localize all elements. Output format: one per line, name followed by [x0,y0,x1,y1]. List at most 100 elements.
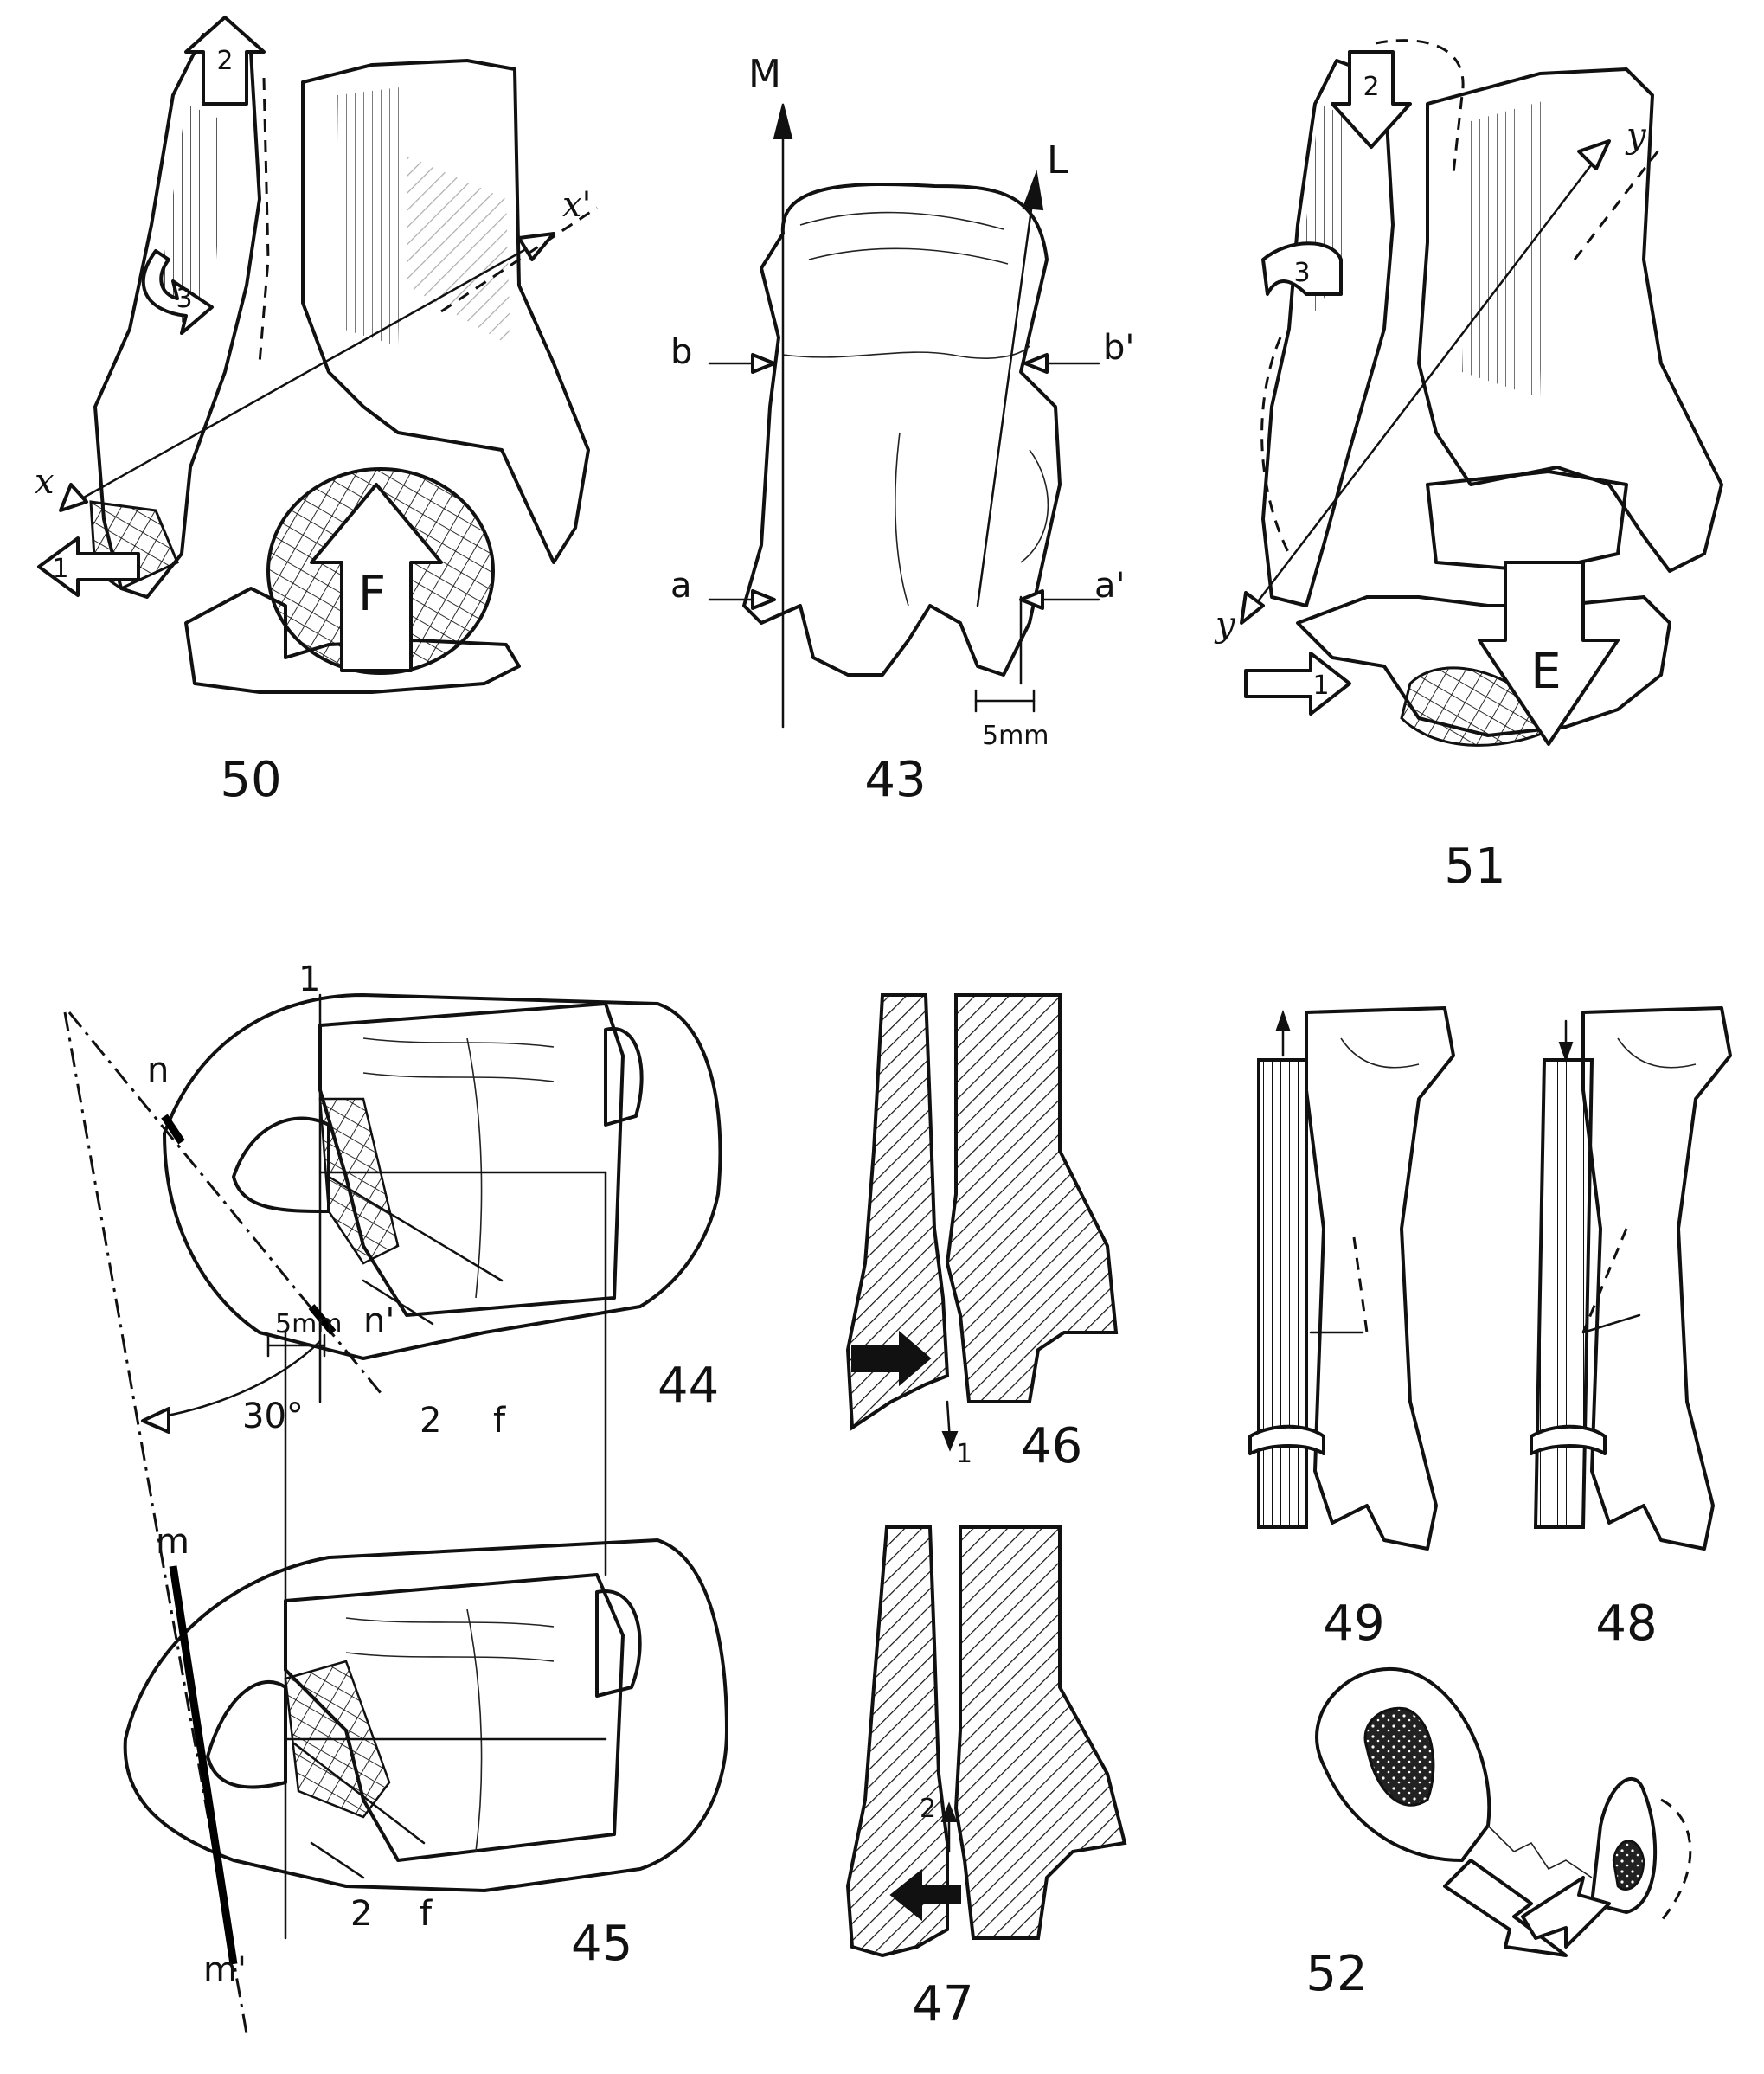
f45-label-2: 2 [350,1894,372,1934]
f44-talus-groove [466,1037,483,1299]
f51-axis-y-label: y [1214,605,1236,645]
f49-tibia-plateau [1340,1037,1420,1069]
figure-45: 5mm m m' 2 f 45 [123,1309,728,1990]
f51-fibula-dashed-outline [1375,39,1465,174]
f51-axis-y-prime-arrowhead [1577,139,1611,170]
f43-b-prime-label: b' [1103,328,1134,368]
f45-label-m-prime: m' [203,1950,247,1990]
f51-axis-y-prime-label: y' [1625,116,1656,156]
f43-a-label: a [670,566,692,606]
f44-leader-f [327,1175,504,1282]
f47-gap-arrowhead [940,1801,958,1822]
f48-arrowhead [1558,1042,1574,1063]
f48-fibula [1533,1058,1594,1529]
figure-46: 1 46 [845,993,1119,1474]
f43-number: 43 [864,752,926,808]
f48-number: 48 [1595,1596,1657,1652]
f43-b-label: b [670,332,692,372]
f51-arrow-3 [1261,241,1343,296]
f44-leader-2 [362,1279,434,1326]
f50-fibula-shading [160,104,225,329]
f50-axis-x [59,232,555,512]
f46-fibula [845,993,950,1431]
f46-gap-arrowhead [941,1431,959,1452]
f46-push-arrow [851,1330,932,1387]
f45-label-m: m [156,1522,189,1562]
f50-axis-x-prime-label: x' [562,185,592,225]
f51-talus [1426,470,1628,573]
f50-arrow-3-label: 3 [176,284,192,314]
f43-axis-L-arrowhead [1022,170,1044,211]
f43-a-arrow [751,589,776,610]
f48-ligament-line [1581,1313,1641,1334]
f51-axis-dashed [1573,146,1663,260]
f45-offset-label: 5mm [275,1309,343,1339]
f45-axis-m [169,1565,238,1965]
f51-arrow-1 [1244,652,1351,716]
f51-fibula [1261,59,1395,607]
f50-number: 50 [220,752,281,808]
f51-arrow-3-label: 3 [1293,258,1310,288]
f52-arrow-1 [1443,1859,1568,1957]
f43-dome-line-2 [808,247,1009,265]
f45-leader-f [292,1742,426,1845]
figure-47: 2 47 [845,1525,1127,2032]
f49-fibula [1257,1058,1308,1529]
figure-44: 1 n n' 30° 2 f 44 [63,960,722,2034]
f44-angle-arrowhead [141,1407,170,1434]
f51-force-arrow [1478,561,1620,746]
f49-number: 49 [1323,1596,1384,1652]
f43-groove [895,432,909,607]
f43-a-prime-arrow [1019,589,1044,610]
f45-talus-line-1 [345,1617,555,1628]
f50-tibia-crosshatch [407,156,510,346]
f43-axis-M-arrowhead [773,103,793,139]
f52-arrow-2 [1521,1876,1611,1949]
figure-49: 49 [1248,1006,1455,1652]
f50-force-arrow [310,483,443,672]
f52-tibia-marrow [1363,1706,1435,1807]
f51-axis-y [1240,145,1607,625]
f50-axis-dashed [440,206,598,313]
f44-outer-outline [163,993,722,1360]
f43-axis-L [976,189,1036,607]
f50-axis-x-label: x [35,462,55,502]
f45-fibula-section [595,1589,642,1698]
f49-ligament-dashed [1352,1236,1369,1333]
f44-angle-label: 30° [242,1397,304,1436]
f48-band [1530,1424,1607,1455]
f43-axis-M-label: M [748,52,781,96]
f47-label-2: 2 [920,1794,936,1824]
f50-force-label: F [358,566,386,622]
f44-label-f: f [493,1401,506,1441]
f51-arrow-2-label: 2 [1363,72,1379,102]
f47-fibula [845,1525,949,1958]
f49-band [1248,1424,1325,1455]
f51-force-label: E [1530,644,1561,700]
f47-number: 47 [912,1976,973,2032]
f47-push-arrow [889,1868,961,1922]
figure-51: E 2 3 1 y y' 51 [1214,39,1723,895]
figure-43: M L b b' a a' 5mm 43 [670,52,1134,808]
f43-trochlea-line [782,345,1030,359]
f43-lateral-facet [1020,449,1049,563]
f52-dashed-outline [1659,1798,1692,1922]
f51-arrow-1-label: 1 [1312,671,1329,701]
f50-calcaneus [184,587,521,694]
f43-a-prime-label: a' [1094,566,1126,606]
f49-arrowhead [1275,1009,1291,1031]
f43-dome-line-1 [799,211,1004,230]
f44-label-1: 1 [298,960,320,999]
f45-outer-outline [123,1538,728,1892]
f51-dashed-original [1260,337,1291,555]
figure-52: 52 [1305,1666,1692,2002]
f50-arrow-1 [37,536,140,597]
f43-b-prime-arrow [1023,353,1049,374]
f48-ligament-dashed [1581,1228,1628,1333]
f48-tibia-plateau [1617,1037,1697,1069]
f50-arrow-1-label: 1 [52,554,68,584]
f44-axis-n-mark [161,1114,185,1145]
f50-fibula [93,33,261,599]
f51-tibia [1417,67,1723,573]
